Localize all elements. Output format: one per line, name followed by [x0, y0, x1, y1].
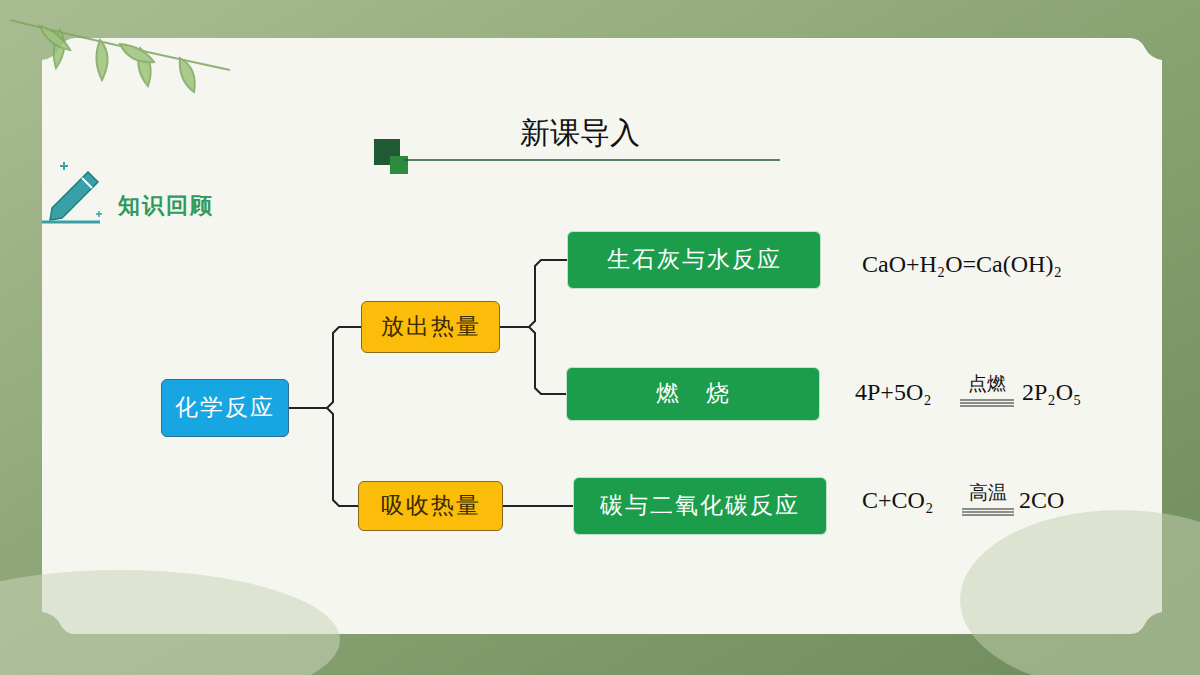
bracket-connector [500, 260, 567, 327]
node-text: 碳与二氧化碳反应 [600, 492, 800, 520]
bracket-connector [500, 327, 566, 394]
condition-lines [960, 400, 1014, 515]
equation-part: 2P₂O₅ [1022, 379, 1081, 406]
equation-part: 2CO [1019, 487, 1064, 514]
slide-title: 新课导入 [520, 113, 640, 154]
bracket-connector [289, 408, 358, 506]
node-text: 化学反应 [175, 394, 275, 422]
bracket-connector [503, 505, 573, 507]
equation-part: 4P+5O₂ [855, 379, 932, 406]
willow-leaves [10, 20, 230, 92]
node-text: 放出热量 [381, 313, 481, 341]
mountain [960, 510, 1200, 675]
node-text: 生石灰与水反应 [607, 246, 782, 274]
example-box: 燃 烧 [566, 367, 820, 421]
example-box: 生石灰与水反应 [567, 231, 821, 289]
equation: CaO+H₂O=Ca(OH)₂ [862, 251, 1062, 278]
category-box: 吸收热量 [358, 481, 503, 531]
root-box: 化学反应 [161, 379, 289, 437]
node-text: 吸收热量 [381, 492, 481, 520]
mountain [0, 570, 340, 675]
section-label: 知识回顾 [118, 191, 214, 221]
equation-part: C+CO₂ [862, 487, 933, 514]
reaction-condition: 点燃 [968, 371, 1006, 397]
example-box: 碳与二氧化碳反应 [573, 477, 827, 535]
pencil-icon [42, 162, 102, 222]
node-text: 燃 烧 [656, 380, 731, 408]
category-box: 放出热量 [361, 301, 500, 353]
bracket-connector [289, 327, 361, 408]
reaction-condition: 高温 [969, 480, 1007, 506]
